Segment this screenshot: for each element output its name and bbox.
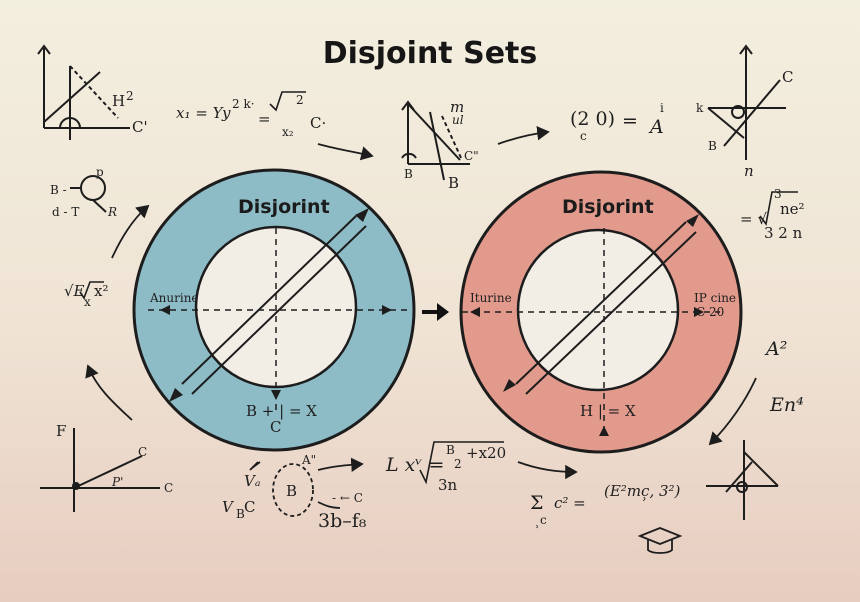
scribble-bm-bb: B — [286, 482, 298, 500]
scribble-br-sqrt: (E²mc̹, 3²) — [604, 482, 681, 500]
scribble-eq-x1: x₁ = Y — [176, 104, 223, 122]
scribble-eq-y: y — [222, 104, 231, 122]
scribble-right-eq: = √ — [740, 210, 767, 228]
scribble-tr-c: C — [782, 68, 794, 86]
scribble-br-sub: ̹c — [540, 513, 547, 527]
scribble-mid-b: B — [448, 174, 460, 192]
scribble-eq-equals: = — [258, 110, 271, 128]
scribble-eq-2k: 2 k· — [232, 97, 255, 111]
scribble-bm-vb: V — [222, 498, 233, 516]
scribble-paren-c: c — [580, 129, 587, 143]
left-set-bottom-sub: C — [270, 418, 282, 436]
scribble-eq-x2: x₂ — [282, 125, 294, 139]
scribble-tr-n: n — [744, 162, 754, 180]
scribble-bc-b2: B — [446, 443, 455, 457]
scribble-tr-k: k — [696, 101, 704, 115]
center-arrow — [422, 303, 449, 321]
scribble-bm-a: A" — [302, 453, 317, 467]
scribble-left-x2: x² — [94, 282, 109, 300]
left-set-label: Disjorint — [238, 196, 330, 218]
scribble-br-sum: Σ — [530, 492, 544, 514]
scribble-right-a2: A² — [766, 338, 788, 360]
scribble-left-b: B - — [50, 183, 67, 197]
scribble-bc-lx: L xᵛ = — [386, 454, 445, 476]
scribble-left-r: R — [108, 205, 118, 219]
scribble-left-dt: d - T — [52, 205, 80, 219]
right-set — [459, 170, 743, 454]
right-diagonal-band — [503, 214, 699, 395]
scribble-mid-m: m — [450, 98, 465, 116]
left-set — [132, 168, 416, 452]
scribble-bl-p: P' — [112, 475, 124, 489]
scribble-eq-c: C· — [310, 114, 327, 132]
scribble-top-left-c: C' — [132, 118, 148, 136]
scribble-bm-b: B — [236, 507, 245, 521]
scribble-right-3: 3 — [774, 187, 782, 201]
scribble-bm-va: Vₐ — [244, 472, 261, 490]
right-set-side-label-left: Iturine — [470, 291, 512, 305]
right-set-side-sub-right: C 20 — [696, 305, 725, 319]
graduation-cap-icon — [637, 527, 683, 554]
connector-arrows — [85, 126, 757, 509]
scribble-bc-x20: +x20 — [466, 444, 507, 462]
left-arrow-down-head — [271, 390, 281, 400]
scribble-bc-3n: 3n — [438, 476, 458, 494]
scribble-left-root: √E — [64, 282, 85, 300]
top-right-axes-sketch — [707, 44, 786, 160]
middle-triangle-sketch — [401, 100, 470, 181]
scribble-eq-root-2: 2 — [296, 93, 304, 107]
left-circle-sketch — [70, 175, 107, 213]
scribble-right-ne2: ne² — [780, 200, 805, 218]
bottom-left-axes-sketch — [40, 428, 160, 512]
page-title: Disjoint Sets — [322, 36, 538, 71]
left-arrow-right-head — [382, 305, 392, 315]
scribble-paren: (2 0) — [570, 108, 616, 130]
scribble-bl-c: C — [138, 445, 148, 459]
scribble-paren-i: i — [660, 101, 664, 115]
scribble-bc-b2b: 2 — [454, 457, 462, 471]
left-set-bottom-equation: B + | = X — [246, 402, 317, 420]
right-arrow-up-head — [599, 426, 609, 436]
scribble-mid-b-small: B — [404, 167, 413, 181]
scribble-bm-dc: - ← C — [332, 491, 363, 505]
left-arrow-left-head — [160, 305, 170, 315]
scribble-tr-b: B — [708, 139, 717, 153]
right-set-label: Disjorint — [562, 196, 654, 218]
scribble-h2-exp: 2 — [126, 89, 134, 103]
scribble-br-c2: c² = — [554, 494, 586, 512]
scribble-bl-c2: C — [164, 481, 174, 495]
top-left-triangle-sketch — [37, 44, 130, 140]
scribble-h2: H — [112, 92, 126, 110]
scribble-paren-eq: = — [622, 110, 638, 132]
right-arrow-right-head — [694, 307, 704, 317]
scribble-right-32n: 3 2 n — [764, 224, 803, 242]
right-set-side-label-right: IP cine — [694, 291, 737, 305]
scribble-paren-a: A — [650, 116, 664, 138]
dashed-oval — [272, 463, 314, 517]
scribble-bm-c: C — [244, 498, 256, 516]
scribble-bm-3b: 3b–f₈ — [318, 510, 367, 532]
scribble-left-sub: x — [84, 295, 91, 309]
radical-signs — [79, 91, 798, 485]
left-diagonal-band — [169, 208, 369, 402]
scribble-bl-f: F — [56, 422, 67, 440]
scribble-mid-ul: ul — [452, 113, 464, 127]
right-arrow-left-head — [470, 307, 480, 317]
right-set-bottom-equation: H | = X — [580, 402, 636, 420]
scribble-left-p: p — [96, 165, 104, 179]
left-set-side-label: Anurine — [150, 291, 199, 305]
scribble-right-en4: En⁴ — [770, 394, 804, 416]
right-set-core — [516, 228, 680, 392]
scribble-mid-c: C" — [464, 149, 479, 163]
bottom-right-triangle-sketch — [706, 440, 779, 520]
